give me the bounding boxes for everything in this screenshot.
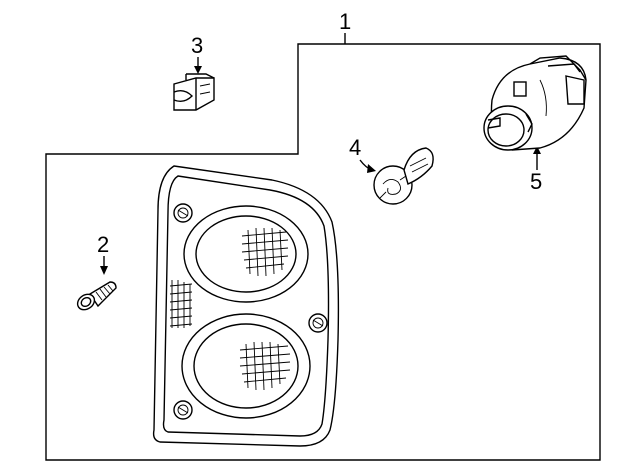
socket-part — [483, 55, 587, 151]
assembly-boundary — [45, 43, 601, 461]
side-reflector-grid — [169, 280, 193, 328]
lamp-housing — [152, 165, 340, 447]
callout-5: 5 — [530, 146, 542, 194]
upper-lens-grid — [241, 227, 289, 277]
callout-1-label: 1 — [339, 9, 351, 34]
screw-part — [76, 281, 117, 311]
callout-2-label: 2 — [97, 232, 109, 257]
bulb-part — [373, 147, 434, 205]
retainer-clip-part — [173, 73, 215, 111]
callout-2: 2 — [97, 232, 109, 275]
lower-lens-grid — [239, 341, 291, 391]
callout-5-label: 5 — [530, 169, 542, 194]
mount-hole-top-left — [173, 203, 193, 223]
callout-1: 1 — [339, 9, 351, 44]
callout-4: 4 — [349, 135, 376, 173]
mount-hole-mid-right — [308, 313, 328, 333]
mount-hole-bottom-left — [173, 400, 193, 420]
callout-3: 3 — [191, 33, 203, 74]
callout-4-label: 4 — [349, 135, 361, 160]
callout-3-label: 3 — [191, 33, 203, 58]
